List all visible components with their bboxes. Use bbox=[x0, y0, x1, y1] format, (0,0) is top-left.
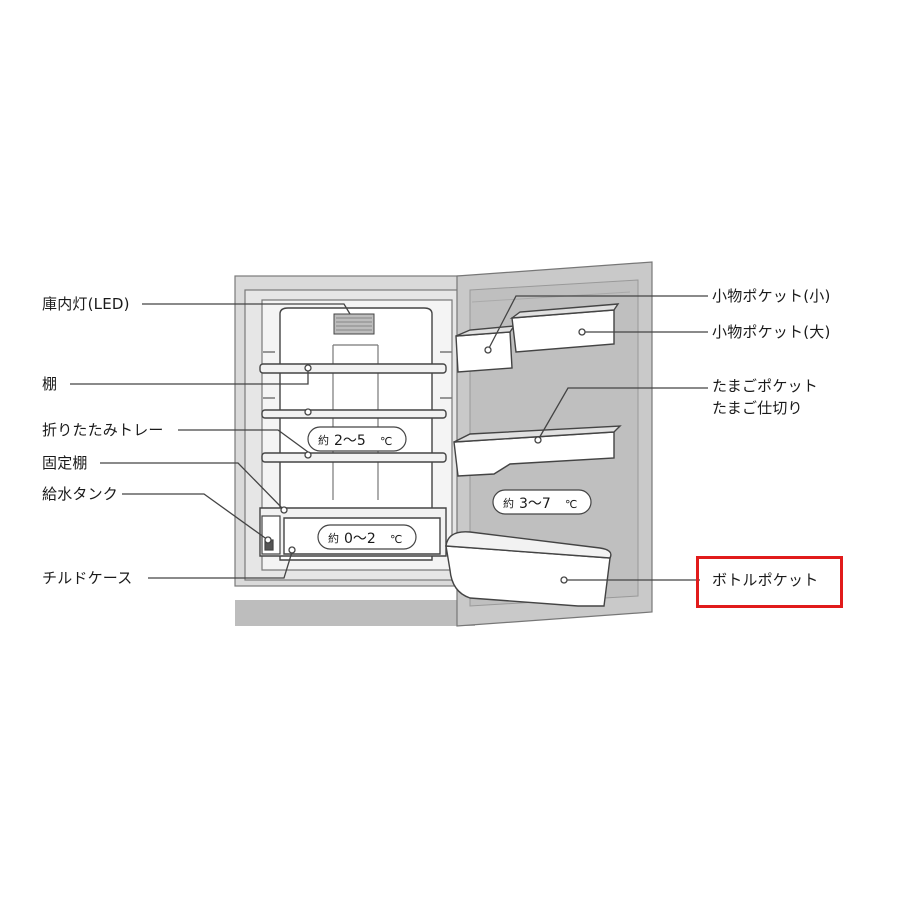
label-light: 庫内灯(LED) bbox=[42, 295, 130, 313]
temp-chilled-prefix: 約 bbox=[328, 531, 339, 545]
temp-door-unit: ℃ bbox=[565, 498, 577, 511]
temp-main-prefix: 約 bbox=[318, 433, 329, 447]
temp-bubble-chilled: 約 0〜2 ℃ bbox=[317, 524, 417, 550]
label-small-pocket-large: 小物ポケット(大) bbox=[712, 323, 831, 341]
temp-chilled-unit: ℃ bbox=[390, 533, 402, 546]
shelf-rails bbox=[263, 351, 452, 399]
label-bottle-pocket: ボトルポケット bbox=[712, 571, 819, 589]
highlight-box bbox=[696, 556, 843, 608]
bottle-pocket bbox=[445, 531, 612, 607]
leader-chilled-case bbox=[148, 551, 293, 579]
leader-dots bbox=[264, 328, 586, 584]
water-tank bbox=[261, 515, 281, 555]
leader-egg-pocket bbox=[537, 387, 708, 441]
label-folding-tray: 折りたたみトレー bbox=[42, 421, 164, 439]
egg-pocket bbox=[453, 425, 622, 477]
temp-main-range: 2〜5 bbox=[334, 433, 366, 449]
leader-light bbox=[142, 303, 351, 315]
temp-bubble-main: 約 2〜5 ℃ bbox=[307, 426, 407, 452]
label-egg-divider: たまご仕切り bbox=[712, 399, 803, 417]
temp-door-prefix: 約 bbox=[503, 496, 514, 510]
leader-water-tank bbox=[122, 493, 269, 541]
small-pocket-large bbox=[509, 303, 620, 353]
label-water-tank: 給水タンク bbox=[42, 485, 119, 503]
label-fixed-shelf: 固定棚 bbox=[42, 454, 88, 472]
temp-door-range: 3〜7 bbox=[519, 496, 551, 512]
leader-small-pocket-small bbox=[487, 295, 708, 351]
label-egg-pocket: たまごポケット bbox=[712, 377, 818, 395]
leader-lines bbox=[70, 295, 708, 581]
label-chilled-case: チルドケース bbox=[42, 569, 133, 587]
label-small-pocket-small: 小物ポケット(小) bbox=[712, 287, 831, 305]
temp-main-unit: ℃ bbox=[380, 435, 392, 448]
temp-chilled-range: 0〜2 bbox=[344, 531, 376, 547]
leader-folding-tray bbox=[178, 429, 309, 453]
leader-shelf bbox=[70, 370, 309, 385]
temp-bubble-door: 約 3〜7 ℃ bbox=[492, 489, 592, 515]
label-shelf: 棚 bbox=[42, 375, 58, 393]
led-light bbox=[333, 313, 375, 335]
leader-fixed-shelf bbox=[100, 462, 285, 511]
